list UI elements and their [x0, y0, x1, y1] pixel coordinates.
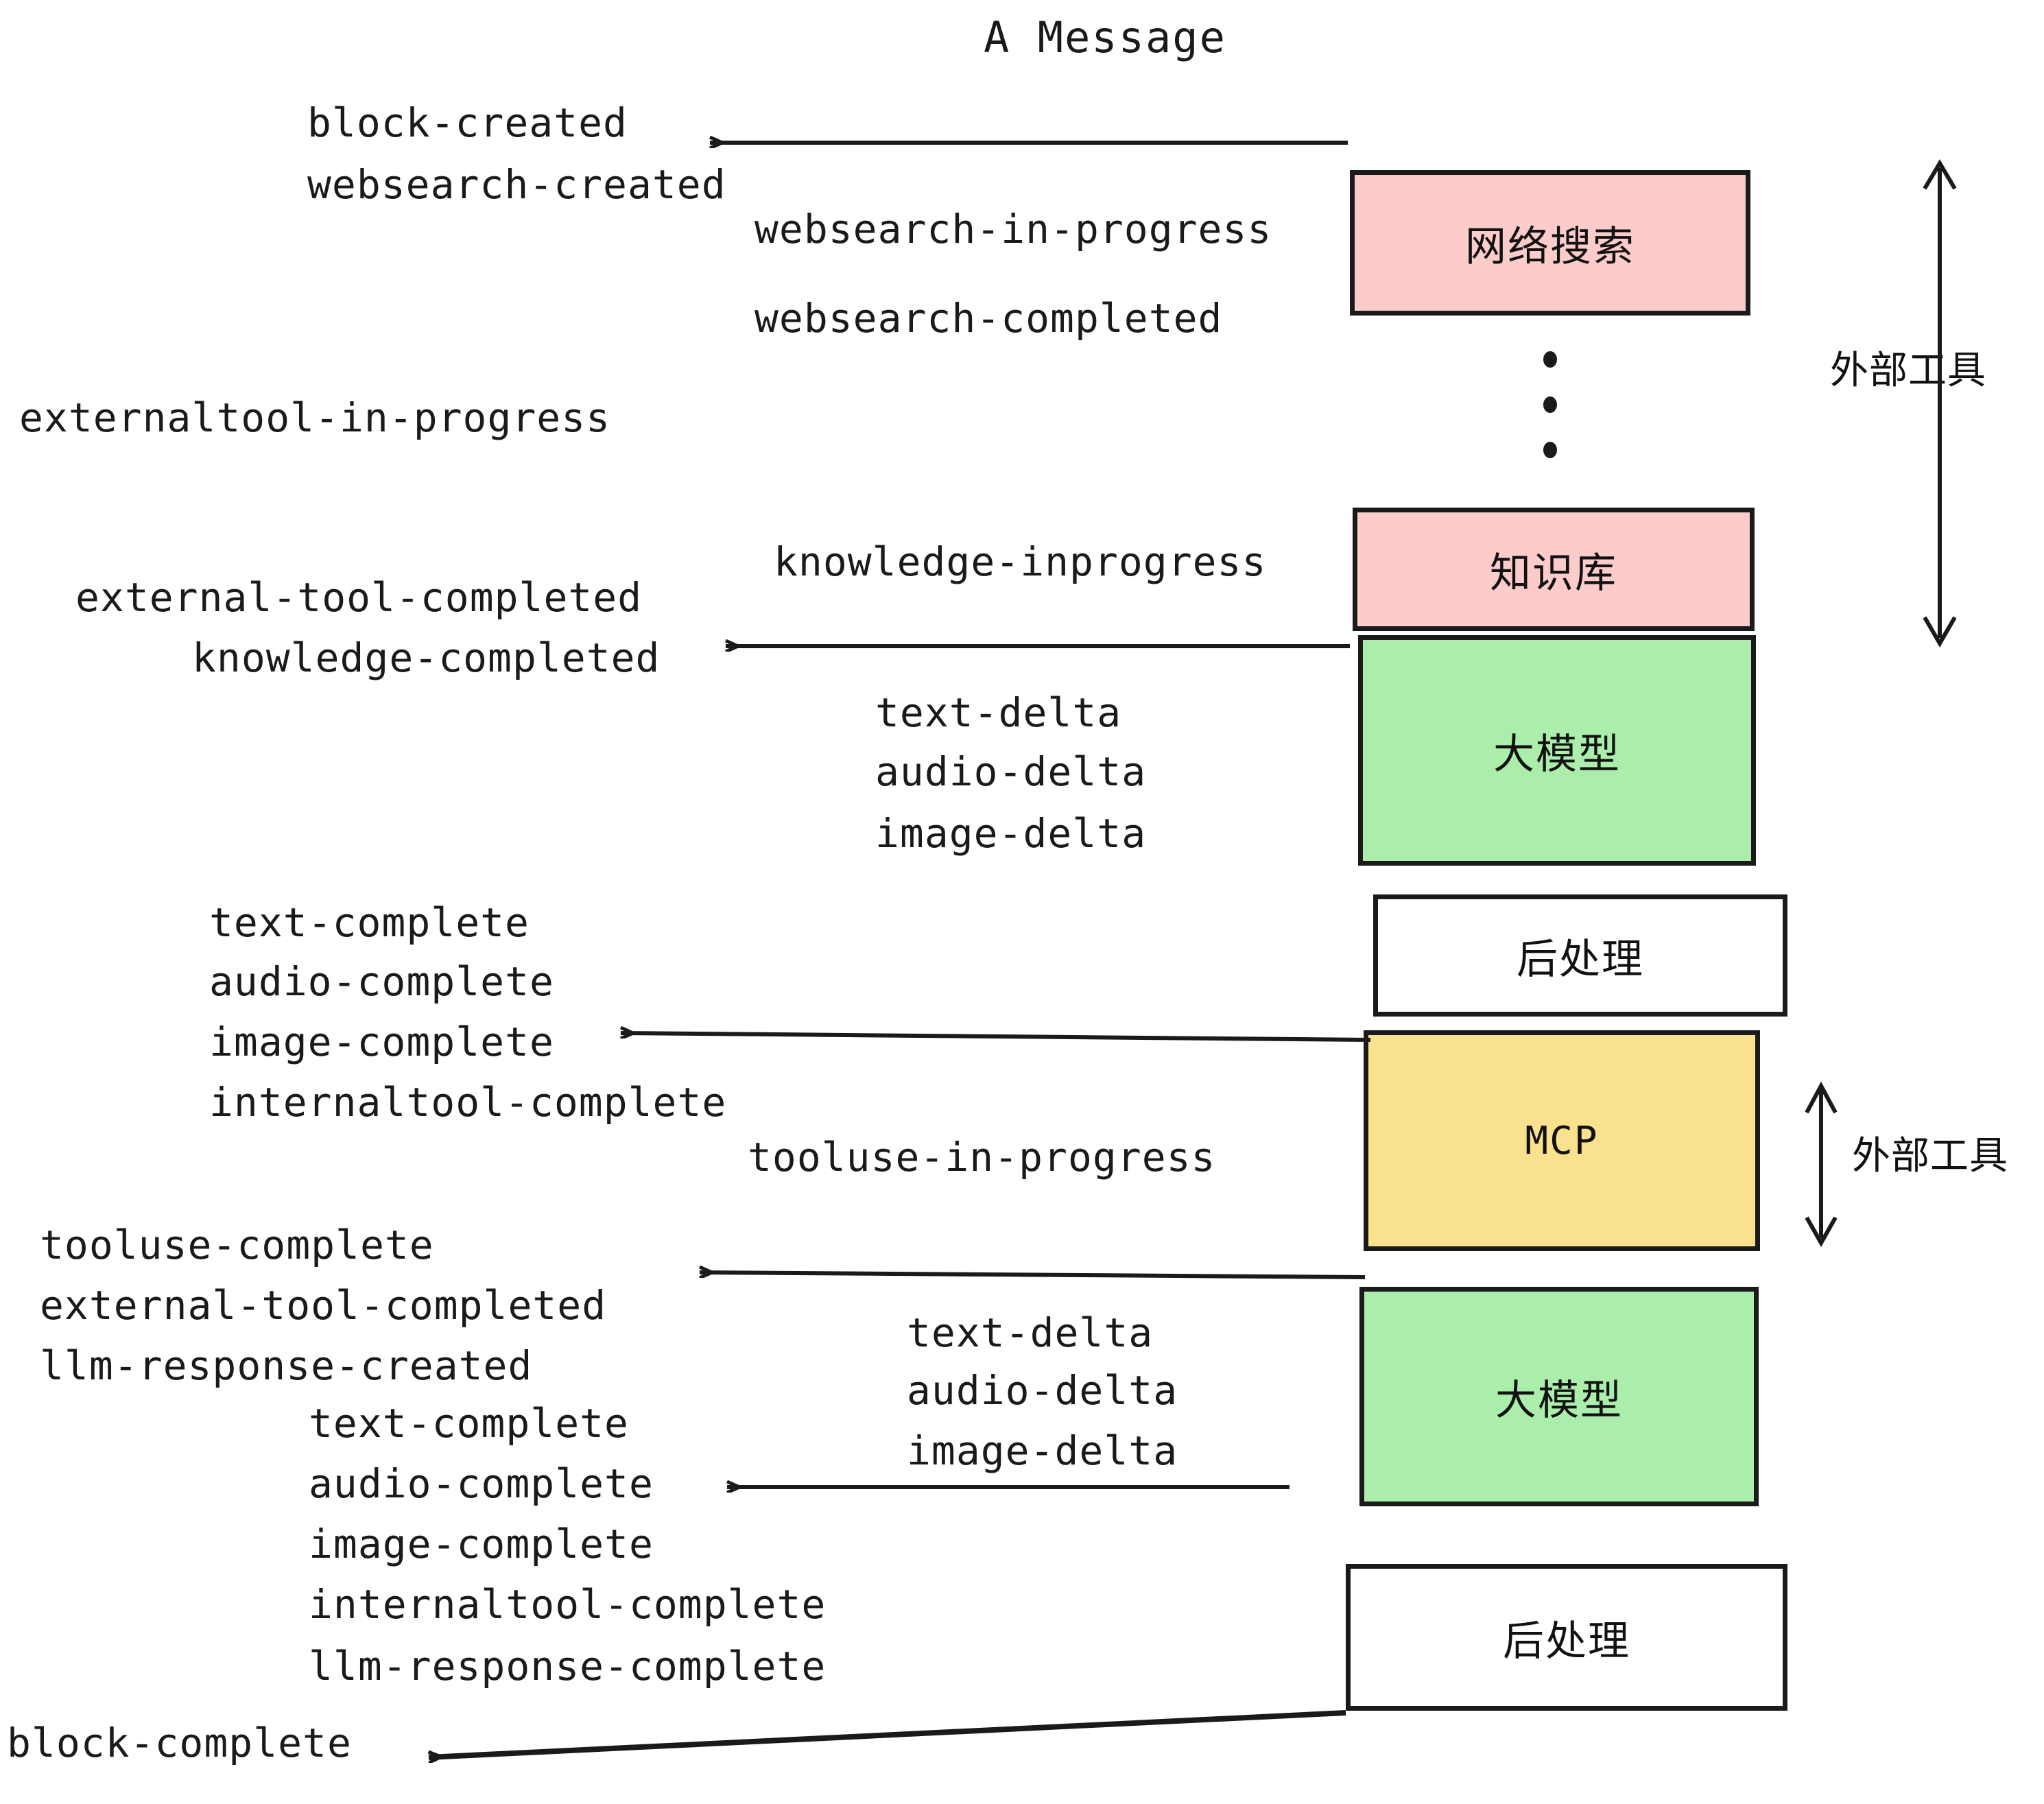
- node-label: 知识库: [1490, 549, 1617, 597]
- event-label-image-complete-2: image-complete: [309, 1521, 654, 1567]
- event-label-text-delta-2: text-delta: [907, 1309, 1154, 1356]
- node-label: MCP: [1525, 1118, 1599, 1163]
- event-label-external-tool-completed-1: external-tool-completed: [75, 574, 643, 621]
- event-label-knowledge-inprogress: knowledge-inprogress: [774, 538, 1267, 585]
- event-label-tooluse-complete: tooluse-complete: [40, 1222, 434, 1268]
- event-label-external-tool-completed-2: external-tool-completed: [40, 1282, 607, 1329]
- ellipsis-dot: [1543, 351, 1557, 368]
- event-label-text-delta-1: text-delta: [875, 689, 1122, 736]
- event-label-audio-delta-2: audio-delta: [907, 1367, 1178, 1414]
- event-label-websearch-in-progress: websearch-in-progress: [754, 206, 1272, 252]
- event-label-websearch-completed: websearch-completed: [754, 295, 1223, 342]
- event-label-audio-complete-2: audio-complete: [309, 1460, 654, 1507]
- arrowhead-up-top: [1923, 159, 1957, 190]
- event-label-image-delta-2: image-delta: [907, 1427, 1178, 1474]
- node-llm-first[interactable]: 大模型: [1358, 635, 1756, 866]
- node-label: 网络搜索: [1465, 222, 1635, 271]
- event-label-internaltool-complete-1: internaltool-complete: [209, 1079, 727, 1126]
- event-label-audio-complete-1: audio-complete: [209, 958, 554, 1005]
- node-llm-second[interactable]: 大模型: [1359, 1287, 1759, 1506]
- node-label: 大模型: [1493, 730, 1621, 779]
- node-label: 后处理: [1517, 935, 1644, 984]
- event-label-llm-response-complete: llm-response-complete: [309, 1643, 827, 1689]
- event-label-websearch-created: websearch-created: [307, 161, 726, 208]
- event-label-audio-delta-1: audio-delta: [875, 748, 1147, 795]
- page-title: A Message: [984, 12, 1226, 62]
- event-label-text-complete-1: text-complete: [209, 899, 530, 946]
- event-label-externaltool-in-progress: externaltool-in-progress: [19, 394, 611, 441]
- event-label-text-complete-2: text-complete: [309, 1400, 629, 1447]
- node-postprocess-first[interactable]: 后处理: [1373, 894, 1787, 1017]
- node-postprocess-second[interactable]: 后处理: [1346, 1564, 1787, 1711]
- arrow-mcp-to-tooluse-complete: [700, 1272, 1366, 1279]
- arrow-postprocess-to-block-complete: [429, 1710, 1346, 1757]
- event-label-llm-response-created: llm-response-created: [40, 1342, 533, 1389]
- node-websearch[interactable]: 网络搜索: [1350, 170, 1750, 316]
- group-label-external-tools-bottom: 外部工具: [1852, 1134, 2008, 1178]
- event-label-internaltool-complete-2: internaltool-complete: [309, 1581, 827, 1628]
- node-knowledge-base[interactable]: 知识库: [1353, 508, 1755, 631]
- ellipsis-dot: [1543, 396, 1557, 413]
- node-label: 大模型: [1495, 1376, 1623, 1425]
- event-label-block-complete: block-complete: [7, 1720, 352, 1766]
- event-label-block-created: block-created: [307, 99, 628, 146]
- event-label-image-complete-1: image-complete: [209, 1019, 554, 1065]
- arrowhead-down-bottom: [1805, 1216, 1838, 1248]
- ellipsis-dot: [1543, 442, 1557, 458]
- node-label: 后处理: [1503, 1617, 1630, 1665]
- event-label-tooluse-in-progress: tooluse-in-progress: [748, 1134, 1216, 1180]
- node-mcp[interactable]: MCP: [1364, 1030, 1760, 1251]
- arrow-postprocess-to-image-complete: [621, 1033, 1371, 1042]
- event-label-image-delta-1: image-delta: [875, 810, 1147, 857]
- group-label-external-tools-top: 外部工具: [1830, 348, 1986, 393]
- arrowhead-up-bottom: [1805, 1081, 1838, 1114]
- arrowhead-down-top: [1923, 616, 1957, 648]
- event-label-knowledge-completed: knowledge-completed: [192, 634, 661, 681]
